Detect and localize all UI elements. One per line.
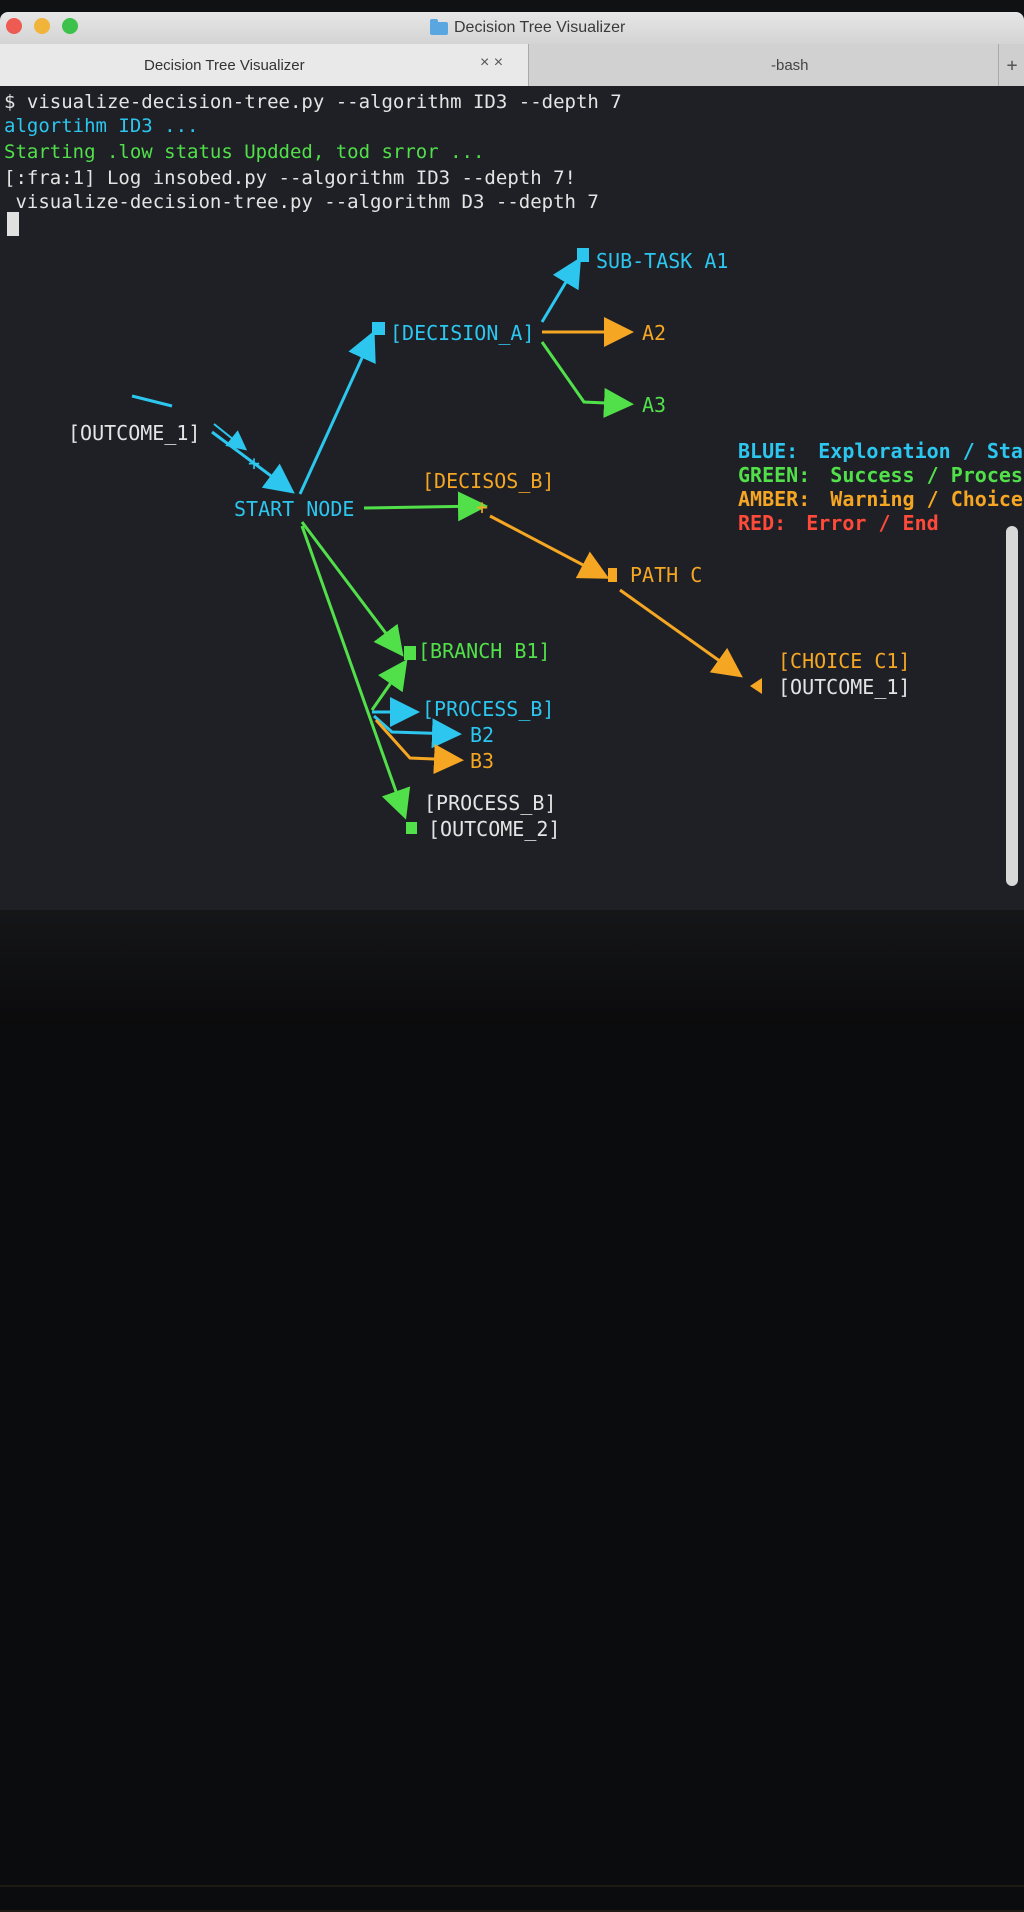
node-marker: [404, 646, 416, 660]
legend-row: AMBER: Warning / Choice: [738, 487, 1023, 511]
edge-start-branch-b1: [300, 521, 404, 657]
dash-mark: [131, 394, 173, 408]
legend-row: GREEN: Success / Process: [738, 463, 1024, 487]
node-choice-c1[interactable]: [CHOICE C1]: [778, 649, 910, 673]
edge-decision-a-a3: [540, 341, 634, 418]
window-title: Decision Tree Visualizer: [430, 18, 625, 38]
legend-key: RED:: [738, 511, 786, 535]
node-outcome-1-left[interactable]: [OUTCOME_1]: [68, 421, 200, 445]
edge-decision-a-subtask: [540, 256, 582, 323]
edge-outcome1-double: [213, 423, 248, 451]
laptop-keyboard: [0, 900, 1024, 1912]
tab-decision-tree-visualizer[interactable]: Decision Tree Visualizer × ×: [0, 44, 528, 86]
terminal-line: Starting .low status Updded, tod srror .…: [4, 141, 485, 163]
legend-row: RED: Error / End: [738, 511, 939, 535]
cross-mark: +: [476, 495, 488, 519]
tab-bash[interactable]: -bash: [528, 44, 998, 86]
edge-start-decision-b: [363, 491, 488, 522]
legend-row: BLUE: Exploration / Start: [738, 439, 1024, 463]
node-decision-b[interactable]: [DECISOЅ_B]: [422, 469, 554, 493]
decision-tree-diagram: + + START NODE [DECISION_A] SUB-TASK A1 …: [68, 248, 1024, 841]
close-tab-icon[interactable]: × ×: [480, 54, 504, 71]
title-bar[interactable]: Decision Tree Visualizer: [0, 12, 1024, 44]
node-start[interactable]: START NODE: [234, 497, 354, 521]
node-a2[interactable]: A2: [642, 321, 666, 345]
scrollbar[interactable]: [1006, 526, 1018, 886]
legend-desc: Exploration / Start: [818, 439, 1024, 463]
terminal-output[interactable]: $ visualize-decision-tree.py --algorithm…: [0, 86, 1024, 910]
node-decision-a[interactable]: [DECISION_A]: [390, 321, 535, 345]
node-outcome-1-right[interactable]: [OUTCOME_1]: [778, 675, 910, 699]
legend-key: GREEN:: [738, 463, 810, 487]
choice-pointer: [750, 678, 762, 694]
node-sub-task-a1[interactable]: SUB-TASK A1: [596, 249, 728, 273]
legend-key: BLUE:: [738, 439, 798, 463]
node-outcome-2[interactable]: [OUTCOME_2]: [428, 817, 560, 841]
node-marker: [577, 248, 589, 262]
edge-fork-branch-b1: [370, 659, 408, 711]
tab-label: Decision Tree Visualizer: [144, 56, 305, 74]
node-b2[interactable]: B2: [470, 723, 494, 747]
tab-bar: Decision Tree Visualizer × × -bash +: [0, 44, 1024, 87]
terminal-line: algortihm ID3 ...: [4, 115, 199, 137]
legend-key: AMBER:: [738, 487, 810, 511]
maximize-window-button[interactable]: [62, 18, 78, 34]
edge-decision-b-path-c: [489, 514, 610, 579]
terminal-window: Decision Tree Visualizer Decision Tree V…: [0, 12, 1024, 910]
cross-mark: +: [248, 451, 260, 475]
legend-desc: Success / Process: [830, 463, 1024, 487]
edge-outcome1-start: [211, 430, 295, 494]
edge-fork-b2: [373, 714, 462, 749]
node-branch-b1[interactable]: [BRANCH B1]: [418, 639, 550, 663]
terminal-line: [:fra:1] Log insobed.py --algorithm ID3 …: [4, 167, 576, 189]
minimize-window-button[interactable]: [34, 18, 50, 34]
node-path-c[interactable]: PATH C: [630, 563, 702, 587]
node-marker: [372, 322, 385, 335]
keyboard-row: [0, 1885, 1024, 1887]
node-process-b-1[interactable]: [PROCESS_B]: [422, 697, 554, 721]
new-tab-button[interactable]: +: [998, 44, 1024, 86]
text-cursor: [7, 212, 19, 236]
edge-path-c-choice: [619, 588, 743, 678]
edge-fork-b3: [374, 718, 464, 774]
terminal-line: visualize-decision-tree.py --algorithm D…: [4, 191, 599, 213]
folder-icon: [430, 18, 448, 35]
node-process-b-2[interactable]: [PROCESS_B]: [424, 791, 556, 815]
edge-start-decision-a: [298, 330, 376, 495]
window-title-text: Decision Tree Visualizer: [454, 19, 626, 36]
terminal-line: $ visualize-decision-tree.py --algorithm…: [4, 91, 622, 113]
legend-desc: Warning / Choice: [830, 487, 1023, 511]
tab-label: -bash: [771, 56, 809, 74]
node-a3[interactable]: A3: [642, 393, 666, 417]
node-b3[interactable]: B3: [470, 749, 494, 773]
node-marker: [608, 568, 617, 582]
color-legend: BLUE: Exploration / Start GREEN: Success…: [738, 439, 1024, 535]
node-marker: [406, 822, 417, 834]
legend-desc: Error / End: [806, 511, 938, 535]
edge-start-outcome-2: [300, 525, 411, 820]
close-window-button[interactable]: [6, 18, 22, 34]
